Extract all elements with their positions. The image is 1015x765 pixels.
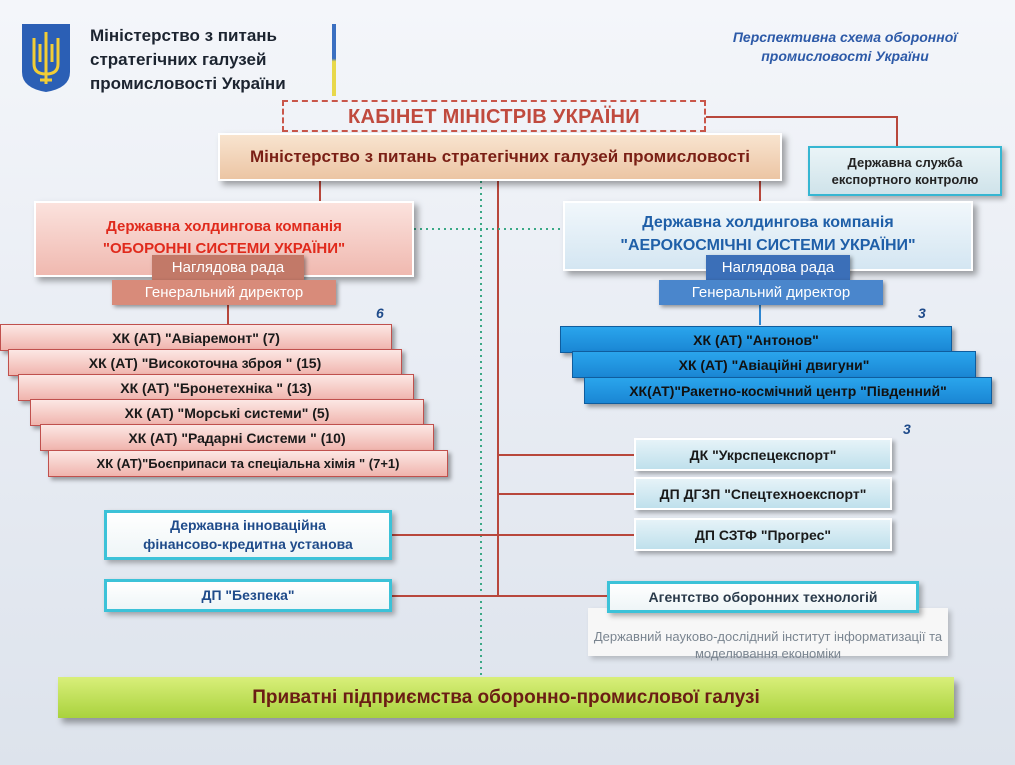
holding-right-count: 3: [918, 305, 926, 321]
flag-divider: [332, 24, 336, 96]
company-aviation-engines: ХК (АТ) "Авіаційні двигуни": [572, 351, 976, 378]
company-bronetekhnika: ХК (АТ) "Бронетехніка " (13): [18, 374, 414, 401]
holding-right-board: Наглядова рада: [706, 255, 850, 280]
diagram-title: Перспективна схема оборонної промисловос…: [732, 29, 958, 64]
company-high-precision-weapons: ХК (АТ) "Високоточна зброя " (15): [8, 349, 402, 376]
company-ammunition: ХК (АТ)"Боєприпаси та спеціальна хімія "…: [48, 450, 448, 477]
holding-left-director: Генеральний директор: [112, 280, 336, 305]
holding-left-name: "ОБОРОННІ СИСТЕМИ УКРАЇНИ": [102, 240, 346, 257]
innovation-finance-institution: Державна інноваційна фінансово-кредитна …: [104, 510, 392, 560]
export-control-service: Державна служба експортного контролю: [808, 146, 1002, 196]
exporter-ukrspecexport: ДК "Укрспецекспорт": [634, 438, 892, 471]
company-pivdennyi: ХК(АТ)"Ракетно-космічний центр "Південни…: [584, 377, 992, 404]
holding-left-count: 6: [376, 305, 384, 321]
holding-right-director: Генеральний директор: [659, 280, 883, 305]
holding-right-type: Державна холдингова компанія: [642, 214, 894, 231]
research-institute-name: Державний науково-дослідний інститут інф…: [593, 629, 943, 661]
company-radar-systems: ХК (АТ) "Радарні Системи " (10): [40, 424, 434, 451]
holding-right-name: "АЕРОКОСМІЧНІ СИСТЕМИ УКРАЇНИ": [620, 237, 916, 254]
company-aviaremont: ХК (АТ) "Авіаремонт" (7): [0, 324, 392, 351]
private-enterprises: Приватні підприємства оборонно-промислов…: [58, 677, 954, 718]
exporter-progres: ДП СЗТФ "Прогрес": [634, 518, 892, 551]
holding-left-type: Державна холдингова компанія: [106, 218, 342, 235]
holding-left-board: Наглядова рада: [152, 255, 304, 280]
ministry-box: Міністерство з питань стратегічних галуз…: [218, 133, 782, 181]
company-marine-systems: ХК (АТ) "Морські системи" (5): [30, 399, 424, 426]
cabinet-of-ministers: КАБІНЕТ МІНІСТРІВ УКРАЇНИ: [348, 106, 640, 128]
coat-of-arms-icon: [20, 22, 72, 94]
ministry-header-title: Міністерство з питань стратегічних галуз…: [90, 26, 286, 93]
research-institute: Державний науково-дослідний інститут інф…: [588, 608, 948, 661]
company-antonov: ХК (АТ) "Антонов": [560, 326, 952, 353]
exporter-spetstechnoexport: ДП ДГЗП "Спецтехноекспорт": [634, 477, 892, 510]
cabinet-frame: [282, 100, 706, 132]
dp-bezpeka: ДП "Безпека": [104, 579, 392, 612]
exporters-count: 3: [903, 421, 911, 437]
defense-technologies-agency: Агентство оборонних технологій: [607, 581, 919, 613]
